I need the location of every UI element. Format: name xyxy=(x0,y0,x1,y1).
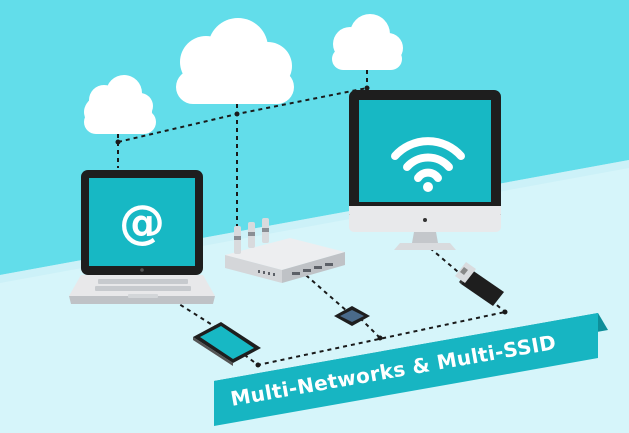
link-nodes xyxy=(115,85,508,368)
usb-dongle-icon xyxy=(455,262,504,306)
laptop-icon: @ xyxy=(69,170,215,304)
router-antennas xyxy=(234,218,269,254)
cloud-icon xyxy=(176,18,294,104)
adapter-chip-icon xyxy=(334,306,370,326)
cloud-icon xyxy=(332,14,403,70)
laptop-screen-glyph: @ xyxy=(119,195,165,249)
wifi-icon xyxy=(391,137,465,182)
smartphone-icon xyxy=(193,322,261,366)
cloud-icon xyxy=(84,75,156,134)
router-icon xyxy=(225,218,345,283)
monitor-icon xyxy=(349,90,501,250)
